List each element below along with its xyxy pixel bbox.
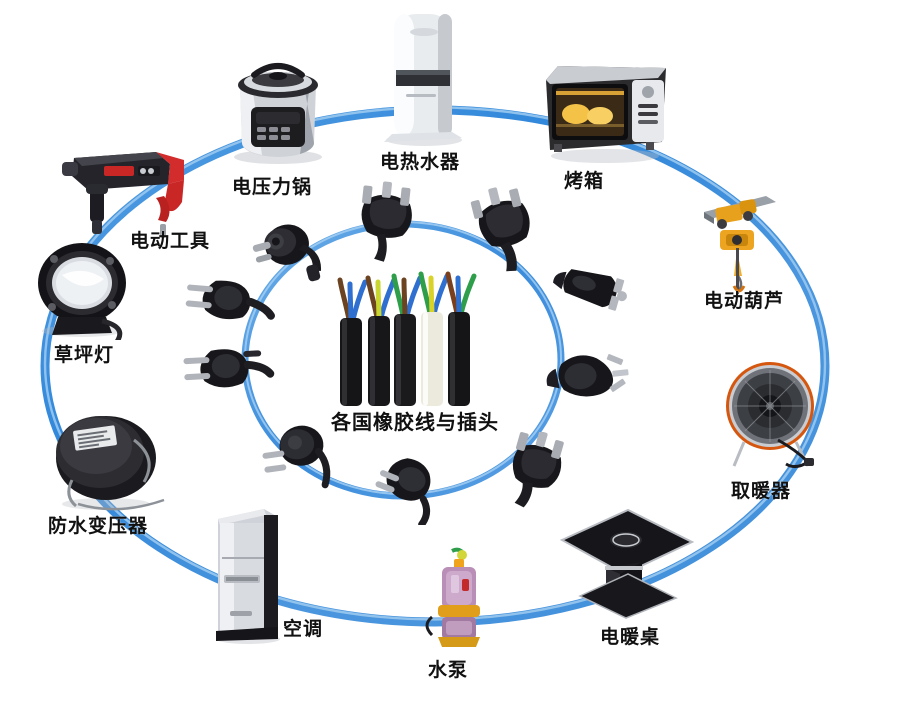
heating-table-icon <box>550 500 700 620</box>
label-pressure-cooker: 电压力锅 <box>232 176 313 198</box>
center-label: 各国橡胶线与插头 <box>331 410 499 434</box>
cable-bundle-art <box>337 271 477 406</box>
label-room-heater: 取暖器 <box>731 480 792 502</box>
room-heater-icon <box>718 358 828 473</box>
label-oven: 烤箱 <box>564 170 605 192</box>
electric-hoist-icon <box>700 190 790 300</box>
transformer-icon <box>48 406 168 511</box>
label-water-pump: 水泵 <box>428 659 469 681</box>
uk-bs1363-plug <box>348 180 428 269</box>
water-heater-icon <box>378 8 470 148</box>
uk-plug-outer <box>498 431 578 516</box>
power-drill-icon <box>60 140 195 240</box>
label-heating-table: 电暖桌 <box>600 626 661 648</box>
label-power-tool: 电动工具 <box>130 230 211 252</box>
label-water-heater: 电热水器 <box>380 151 461 173</box>
pressure-cooker-icon <box>218 45 338 165</box>
label-transformer: 防水变压器 <box>48 515 149 537</box>
schuko-plug-left <box>180 340 275 404</box>
australian-plug <box>545 345 640 419</box>
air-conditioner-icon <box>208 505 288 645</box>
europlug-left <box>182 272 277 336</box>
us-nema-plug <box>548 262 638 326</box>
water-pump-icon <box>418 545 498 655</box>
lawn-lamp-icon <box>28 235 138 345</box>
europlug-bottom <box>372 455 457 529</box>
rubber-cable-bundle <box>332 252 482 412</box>
oven-icon <box>540 58 670 163</box>
schuko-plug-bottom <box>255 420 345 499</box>
label-lawn-lamp: 草坪灯 <box>54 344 115 366</box>
label-air-conditioner: 空调 <box>283 618 324 640</box>
uk-bs1363-plug-2 <box>466 184 546 278</box>
schuko-angled-plug <box>250 215 340 299</box>
label-electric-hoist: 电动葫芦 <box>704 290 785 312</box>
